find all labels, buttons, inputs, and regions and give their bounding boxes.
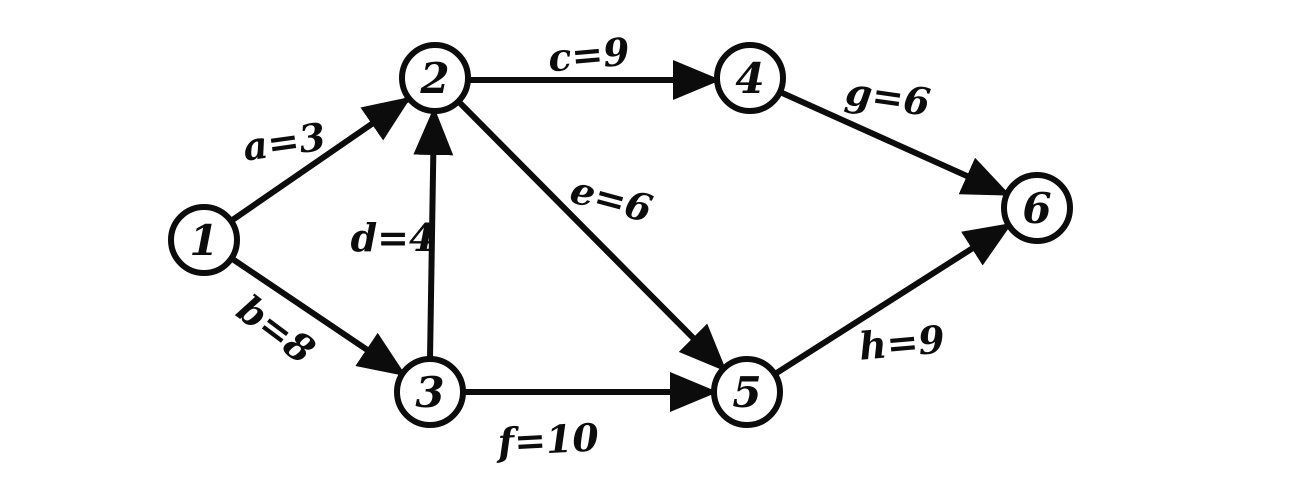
edge-4-6 [777,89,1011,197]
edge-label-d: d=4 [351,215,436,260]
edge-5-6 [772,222,1013,377]
node-4: 4 [714,42,786,114]
edge-1-2 [228,96,412,224]
node-2-label: 2 [419,54,449,103]
edges [228,60,1013,412]
node-2-circle [399,42,471,114]
node-6-label: 6 [1022,184,1051,233]
edge-label-f: f=10 [494,414,601,464]
nodes: 1 2 3 4 5 6 [168,42,1073,428]
edge-labels: a=3 b=8 c=9 d=4 e=6 f=10 g=6 h=9 [229,29,947,465]
edge-label-h: h=9 [857,316,947,368]
node-6: 6 [1001,172,1073,244]
edge-1-3 [228,255,407,377]
node-5-circle [711,356,783,428]
node-5: 5 [711,356,783,428]
edge-2-5 [455,98,727,372]
node-3: 3 [394,356,466,428]
node-5-label: 5 [732,368,761,417]
edge-label-b: b=8 [229,286,324,373]
edge-3-2 [413,107,454,362]
edge-label-g: g=6 [843,68,933,124]
node-1-circle [168,204,240,276]
node-4-label: 4 [735,54,764,103]
node-3-label: 3 [415,368,444,417]
node-1-label: 1 [189,216,218,265]
edge-label-c: c=9 [546,29,631,81]
node-2: 2 [399,42,471,114]
node-3-circle [394,356,466,428]
node-1: 1 [168,204,240,276]
node-4-circle [714,42,786,114]
node-6-circle [1001,172,1073,244]
